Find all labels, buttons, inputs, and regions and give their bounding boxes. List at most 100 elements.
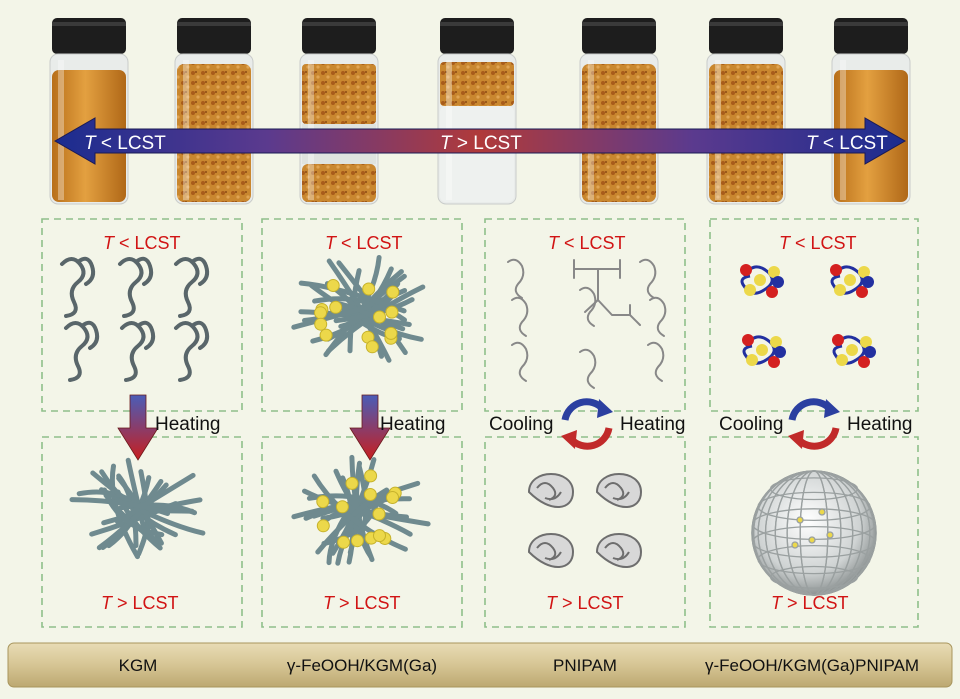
pnipam-chain-3	[511, 296, 529, 337]
sphere-mesh-ring	[757, 544, 871, 575]
material-bar-bg	[7, 642, 953, 688]
panel-3-process-right: Heating	[620, 414, 686, 435]
panel-2-top-temp: T < LCST	[325, 233, 403, 253]
arrow-label-left: T < LCST	[84, 133, 166, 154]
vial-3	[299, 18, 379, 205]
composite-cluster-1	[740, 264, 784, 298]
feooh-particle	[373, 310, 386, 324]
kgm-chains-top	[60, 256, 210, 382]
feooh-particle	[326, 279, 340, 292]
pnipam-chain-4	[649, 296, 667, 337]
feooh-particle	[316, 495, 330, 509]
pnipam-chain-6	[579, 348, 597, 389]
sphere-particle	[791, 541, 799, 549]
composite-cluster-3	[742, 334, 786, 368]
temperature-arrow: T < LCST T > LCST T < LCST	[53, 117, 907, 165]
cycle-icon-3	[561, 398, 613, 450]
panel-1-top-temp: T < LCST	[103, 233, 181, 253]
vial-cap	[834, 18, 908, 54]
kgm-chain-2	[118, 256, 154, 318]
sphere-particle	[796, 516, 804, 524]
sphere-mesh-ring	[757, 491, 871, 522]
feooh-particle	[329, 300, 343, 314]
pnipam-chain-7	[647, 341, 665, 382]
heating-arrow-2	[349, 394, 391, 461]
feooh-particle	[337, 535, 351, 549]
panel-4-top-temp: T < LCST	[779, 233, 857, 253]
vial-cap	[302, 18, 376, 54]
vial-2	[174, 18, 254, 205]
sphere-particle	[808, 536, 816, 544]
network-strand	[102, 487, 165, 538]
kgm-network-bottom	[69, 457, 206, 560]
pnipam-structure	[573, 259, 641, 326]
feooh-particle	[350, 534, 364, 548]
sphere-mesh-ring	[769, 565, 859, 589]
kgm-chain-1	[60, 256, 96, 318]
feooh-particle	[314, 306, 327, 320]
panel-4-bottom-temp: T > LCST	[771, 593, 849, 613]
material-label-pnipam: PNIPAM	[553, 656, 617, 675]
composite-sphere-bottom	[751, 470, 877, 596]
vial-cap	[177, 18, 251, 54]
material-label-kgm: KGM	[119, 656, 158, 675]
feooh-particle	[384, 326, 398, 340]
feooh-particle	[362, 282, 376, 296]
panel-1-process: Heating	[155, 414, 221, 435]
pnipam-globule-3	[527, 533, 575, 568]
cycle-icon-4	[788, 398, 840, 450]
feooh-network-top	[291, 255, 426, 363]
panel-2-process: Heating	[380, 414, 446, 435]
panel-4-top-border	[709, 218, 919, 412]
panel-3-top-temp: T < LCST	[548, 233, 626, 253]
feooh-particle	[385, 305, 399, 319]
panel-3-bottom-border	[484, 436, 686, 628]
network-strand	[125, 457, 148, 535]
pnipam-globule-2	[595, 473, 643, 508]
vial-granules-bottom	[302, 164, 376, 202]
arrow-label-right: T < LCST	[806, 133, 888, 154]
panel-temp-labels: T < LCST T < LCST T < LCST T < LCST T > …	[101, 233, 857, 613]
pnipam-chain-5	[511, 341, 529, 382]
vial-4	[437, 18, 517, 205]
feooh-particle	[319, 328, 333, 342]
network-strand	[356, 464, 369, 537]
pnipam-chain-1	[507, 258, 525, 299]
material-bar: KGM γ-FeOOH/KGM(Ga) PNIPAM γ-FeOOH/KGM(G…	[7, 642, 953, 688]
feooh-particle	[364, 469, 378, 483]
material-label-feooh-kgm: γ-FeOOH/KGM(Ga)	[287, 656, 437, 675]
vial-cap	[709, 18, 783, 54]
network-strand	[69, 497, 170, 516]
network-strand	[311, 473, 408, 552]
pnipam-globule-4	[595, 533, 643, 568]
composite-cluster-4	[832, 334, 876, 368]
network-strand	[90, 470, 150, 516]
vial-precipitate	[440, 62, 514, 106]
panel-1-bottom-temp: T > LCST	[101, 593, 179, 613]
pnipam-globules-bottom	[527, 473, 643, 568]
feooh-particle	[314, 317, 328, 331]
sphere-particle	[818, 508, 826, 516]
arrow-label-center: T > LCST	[440, 133, 522, 154]
vial-7	[831, 18, 911, 205]
vial-1	[49, 18, 129, 205]
heating-arrow-1	[117, 394, 159, 461]
feooh-particle	[373, 529, 386, 543]
network-strand	[99, 487, 206, 536]
sphere-mesh-ring	[751, 525, 877, 558]
vial-cap	[582, 18, 656, 54]
pnipam-globule-1	[527, 473, 575, 508]
sphere-particle	[826, 531, 834, 539]
double-arrow-shape	[53, 117, 907, 165]
network-strand	[315, 487, 390, 555]
network-strand	[333, 468, 366, 517]
sphere-mesh-ring	[769, 477, 859, 501]
kgm-chain-5	[120, 320, 156, 382]
vial-6	[706, 18, 786, 205]
vial-5	[579, 18, 659, 205]
pnipam-chain-2	[639, 258, 657, 299]
feooh-particle	[386, 285, 400, 299]
panel-3-top-border	[484, 218, 686, 412]
